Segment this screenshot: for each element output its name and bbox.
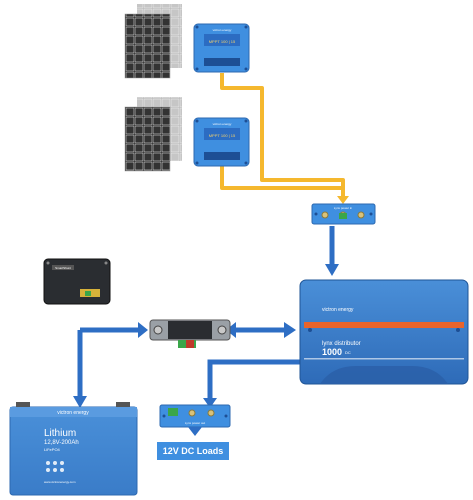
battery-chemistry: Lithium [44,428,76,439]
lynx-brand: victron energy [322,307,354,313]
lynx-unit: DC [345,350,351,355]
mppt-1-brand: victron energy [213,28,232,32]
busbar-power-in: Lynx power in [311,203,376,225]
battery-warning-icons [46,461,64,472]
mppt-controller-1: victron energy MPPT 100 | 15 [193,23,250,73]
smartshunt-device: SmartShunt [43,258,111,305]
battery-shunt [149,319,231,348]
lynx-name: lynx distributor [322,341,361,347]
mppt-2-model: MPPT 100 | 15 [209,133,236,138]
busbar-in-label: Lynx power in [334,206,353,210]
solar-panel-array-2 [124,97,182,172]
mppt-controller-2: victron energy MPPT 100 | 15 [193,117,250,167]
battery-type: LiFePO4 [44,447,61,452]
mppt-2-brand: victron energy [213,122,232,126]
solar-panel-array-1 [124,4,182,79]
battery-brand: victron energy [57,410,89,416]
busbar-out-label: Lynx power out [185,421,205,425]
battery-spec: 12,8V-200Ah [44,440,79,446]
lynx-distributor: victron energy lynx distributor 1000 DC [299,279,469,385]
solar-cable-arrow [337,196,349,204]
solar-cables [220,73,345,198]
busbar-power-out: Lynx power out [159,404,231,428]
smartshunt-label: SmartShunt [55,266,71,270]
dc-loads-label: 12V DC Loads [157,442,229,460]
lynx-rating: 1000 [322,347,342,357]
battery-website: www.victronenergy.com [44,480,76,484]
dc-arrowheads [73,264,339,408]
dc-connections [77,226,335,400]
loads-arrow [188,427,202,436]
mppt-1-model: MPPT 100 | 15 [209,39,236,44]
lithium-battery: victron energy Lithium 12,8V-200Ah LiFeP… [9,402,138,496]
